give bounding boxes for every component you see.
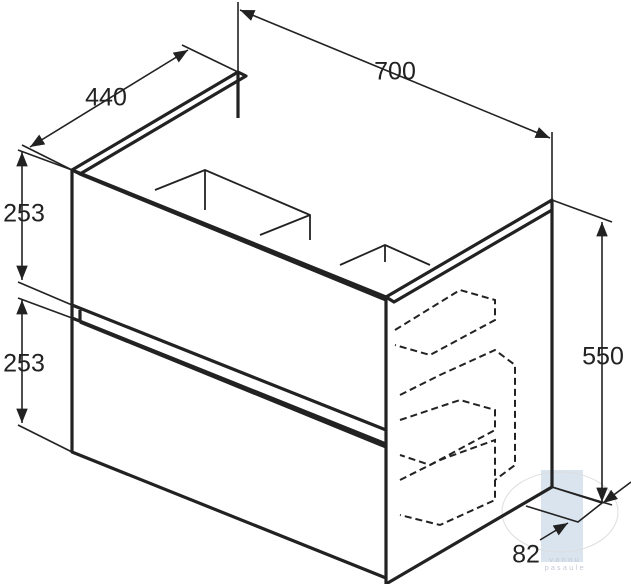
watermark-line1: vannu [549,556,581,564]
dimension-lines [16,2,631,541]
top-drawer-height-label: 253 [3,199,45,228]
side-height-label: 550 [582,342,624,371]
watermark-bar [541,470,583,562]
bottom-drawer-height-label: 253 [3,349,45,378]
hidden-drawer-lines [394,288,516,527]
plinth-depth-label: 82 [512,540,540,569]
width-dimension-label: 700 [374,57,416,86]
watermark-line2: pasaule [544,564,586,572]
depth-dimension-label: 440 [85,83,127,112]
